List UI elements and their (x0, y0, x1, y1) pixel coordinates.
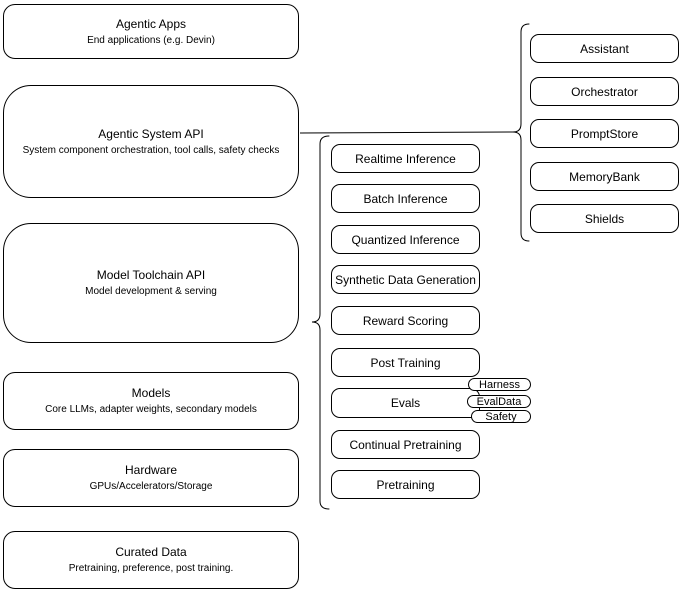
components-group-brace (512, 23, 530, 242)
node-hardware: Hardware GPUs/Accelerators/Storage (3, 449, 299, 507)
node-subtitle: End applications (e.g. Devin) (87, 34, 215, 46)
node-title: Curated Data (115, 545, 187, 559)
node-models: Models Core LLMs, adapter weights, secon… (3, 372, 299, 430)
tag-evaldata: EvalData (467, 395, 531, 408)
node-label: Synthetic Data Generation (335, 272, 476, 287)
node-model-toolchain-api: Model Toolchain API Model development & … (3, 223, 299, 343)
node-label: Post Training (370, 355, 441, 370)
node-agentic-apps: Agentic Apps End applications (e.g. Devi… (3, 4, 299, 59)
node-label: Quantized Inference (351, 232, 460, 247)
node-orchestrator: Orchestrator (530, 77, 679, 106)
node-title: Models (131, 386, 171, 400)
tag-safety: Safety (471, 410, 531, 423)
node-label: Batch Inference (363, 191, 448, 206)
node-label: Shields (584, 211, 625, 226)
node-title: Agentic System API (98, 126, 204, 141)
node-reward-scoring: Reward Scoring (331, 306, 480, 335)
node-memorybank: MemoryBank (530, 162, 679, 191)
node-curated-data: Curated Data Pretraining, preference, po… (3, 531, 299, 589)
toolchain-group-brace (311, 135, 330, 510)
node-label: Continual Pretraining (349, 437, 462, 452)
node-title: Model Toolchain API (96, 268, 206, 282)
system-api-connector-line (299, 131, 514, 134)
node-subtitle: Pretraining, preference, post training. (68, 563, 234, 574)
node-label: Pretraining (376, 477, 435, 492)
tag-harness: Harness (468, 378, 531, 391)
node-subtitle: GPUs/Accelerators/Storage (89, 481, 213, 492)
node-label: Assistant (580, 41, 629, 56)
node-batch-inference: Batch Inference (331, 184, 480, 213)
node-synthetic-data-generation: Synthetic Data Generation (331, 265, 480, 294)
node-title: Agentic Apps (115, 16, 187, 31)
node-subtitle: System component orchestration, tool cal… (22, 144, 280, 156)
node-label: MemoryBank (569, 169, 640, 184)
node-post-training: Post Training (331, 348, 480, 377)
node-label: Realtime Inference (355, 151, 456, 166)
node-title: Hardware (124, 463, 178, 477)
node-subtitle: Model development & serving (85, 286, 217, 297)
node-assistant: Assistant (530, 34, 679, 63)
node-realtime-inference: Realtime Inference (331, 144, 480, 173)
node-subtitle: Core LLMs, adapter weights, secondary mo… (45, 404, 257, 415)
node-pretraining: Pretraining (331, 470, 480, 499)
node-agentic-system-api: Agentic System API System component orch… (3, 85, 299, 198)
node-quantized-inference: Quantized Inference (331, 225, 480, 254)
node-label: Reward Scoring (362, 313, 449, 328)
node-promptstore: PromptStore (530, 119, 679, 148)
node-label: Orchestrator (571, 84, 638, 99)
node-label: Evals (390, 396, 421, 410)
node-label: PromptStore (570, 126, 639, 141)
node-continual-pretraining: Continual Pretraining (331, 430, 480, 459)
node-evals: Evals (331, 388, 480, 418)
node-shields: Shields (530, 204, 679, 233)
